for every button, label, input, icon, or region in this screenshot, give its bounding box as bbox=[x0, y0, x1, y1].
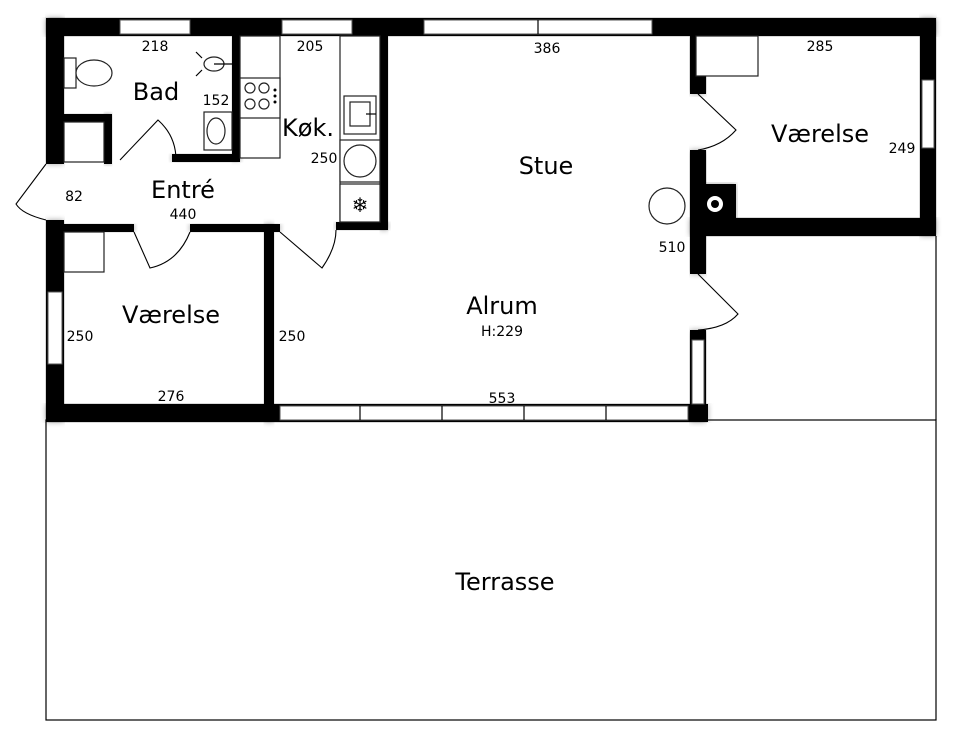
stove-icon bbox=[239, 77, 281, 119]
room-label-vaerelse-right: Værelse bbox=[771, 120, 869, 148]
room-label-entre: Entré bbox=[151, 176, 215, 204]
dimension-labels: 218 152 205 250 386 285 249 82 440 510 2… bbox=[65, 39, 915, 407]
dim-stue-width: 386 bbox=[534, 41, 561, 57]
room-label-vaerelse-left: Værelse bbox=[122, 301, 220, 329]
room-label-kok: Køk. bbox=[282, 114, 334, 142]
washbasin-icon bbox=[203, 111, 233, 151]
dim-stue-depth: 510 bbox=[659, 240, 686, 256]
dim-alrum-depth: 250 bbox=[279, 329, 306, 345]
fridge-icon: ❄ bbox=[339, 183, 381, 223]
stove-fireplace-icon bbox=[648, 187, 725, 225]
dishwasher-icon bbox=[339, 139, 381, 183]
dim-kok-depth: 250 bbox=[311, 151, 338, 167]
dim-vaerelse-left-width: 276 bbox=[158, 389, 185, 405]
dim-bad-width: 218 bbox=[142, 39, 169, 55]
dim-entre-door: 82 bbox=[65, 189, 83, 205]
room-height-alrum: H:229 bbox=[481, 324, 523, 340]
room-label-alrum: Alrum bbox=[466, 292, 538, 320]
shower-icon bbox=[195, 51, 232, 77]
dim-bad-depth: 152 bbox=[203, 93, 230, 109]
dim-vaerelse-right-width: 285 bbox=[807, 39, 834, 55]
wardrobe-right bbox=[695, 35, 759, 77]
dim-entre-length: 440 bbox=[170, 207, 197, 223]
dim-vaerelse-right-depth: 249 bbox=[889, 141, 916, 157]
doors bbox=[15, 93, 739, 331]
room-label-terrasse: Terrasse bbox=[454, 568, 554, 596]
windows bbox=[47, 19, 935, 421]
dim-kok-width: 205 bbox=[297, 39, 324, 55]
toilet-icon bbox=[63, 57, 113, 89]
sink-icon bbox=[343, 95, 377, 135]
room-label-bad: Bad bbox=[133, 78, 179, 106]
dim-alrum-width: 553 bbox=[489, 391, 516, 407]
storage-cabinet bbox=[63, 121, 105, 163]
room-label-stue: Stue bbox=[519, 152, 574, 180]
wardrobe-left bbox=[63, 231, 105, 273]
dim-vaerelse-left-depth: 250 bbox=[67, 329, 94, 345]
svg-text:❄: ❄ bbox=[352, 193, 369, 217]
